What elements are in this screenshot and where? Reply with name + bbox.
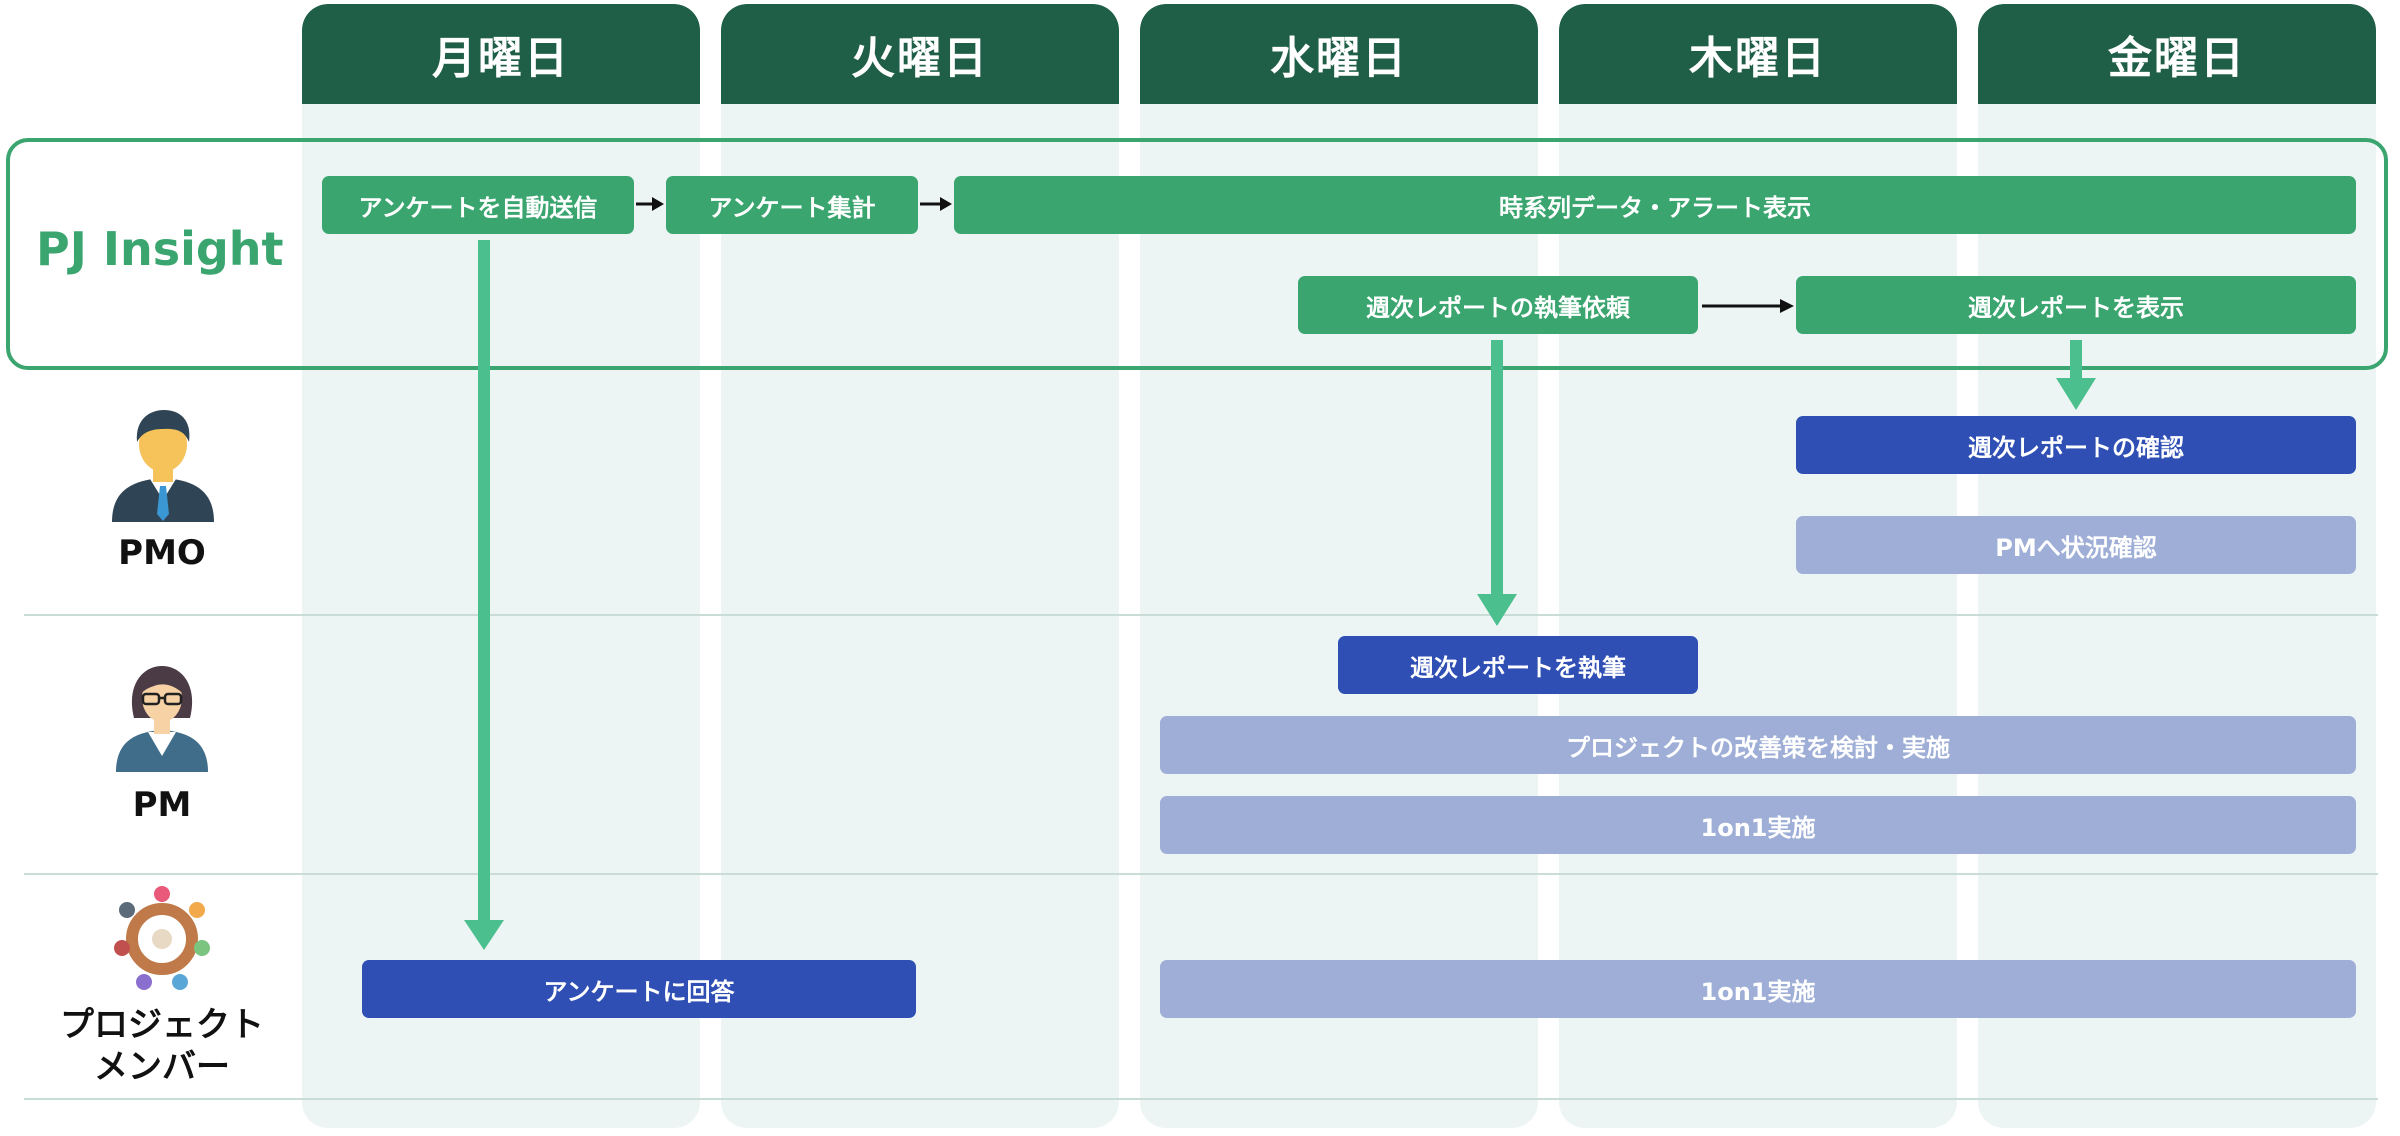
arrow-request-to-pm xyxy=(1477,340,1517,626)
lane-divider-pm-member xyxy=(24,873,2378,875)
role-label-project-member: プロジェクト メンバー xyxy=(60,1005,264,1087)
task-weekly-report-display: 週次レポートを表示 xyxy=(1796,276,2356,334)
pj-insight-lane xyxy=(6,138,2388,370)
arrow-aggregate-to-timeseries xyxy=(920,197,952,211)
task-member-answer-survey: アンケートに回答 xyxy=(362,960,916,1018)
pj-insight-title: PJ Insight xyxy=(36,222,284,276)
day-header-monday: 月曜日 xyxy=(302,4,700,104)
lane-divider-bottom xyxy=(24,1098,2378,1100)
task-pm-improvement-measures: プロジェクトの改善策を検討・実施 xyxy=(1160,716,2356,774)
role-label-pm: PM xyxy=(132,785,192,825)
day-header-wednesday: 水曜日 xyxy=(1140,4,1538,104)
task-pmo-status-check-with-pm: PMへ状況確認 xyxy=(1796,516,2356,574)
task-weekly-report-request: 週次レポートの執筆依頼 xyxy=(1298,276,1698,334)
lane-divider-pmo-pm xyxy=(24,614,2378,616)
day-header-thursday: 木曜日 xyxy=(1559,4,1957,104)
task-pm-write-weekly-report: 週次レポートを執筆 xyxy=(1338,636,1698,694)
arrow-send-to-aggregate xyxy=(636,197,664,211)
task-member-1on1: 1on1実施 xyxy=(1160,960,2356,1018)
task-survey-aggregate: アンケート集計 xyxy=(666,176,918,234)
day-header-friday: 金曜日 xyxy=(1978,4,2376,104)
arrow-survey-to-member xyxy=(464,240,504,950)
businesswoman-with-glasses-avatar-icon xyxy=(116,666,208,772)
day-header-tuesday: 火曜日 xyxy=(721,4,1119,104)
task-pm-1on1: 1on1実施 xyxy=(1160,796,2356,854)
businessman-avatar-icon xyxy=(112,410,214,522)
role-label-pmo: PMO xyxy=(118,533,206,573)
team-circle-people-icon xyxy=(114,886,210,990)
arrow-request-to-display xyxy=(1702,299,1794,313)
arrow-display-to-pmo xyxy=(2056,340,2096,410)
task-pmo-weekly-report-check: 週次レポートの確認 xyxy=(1796,416,2356,474)
task-timeseries-alert-display: 時系列データ・アラート表示 xyxy=(954,176,2356,234)
task-survey-auto-send: アンケートを自動送信 xyxy=(322,176,634,234)
